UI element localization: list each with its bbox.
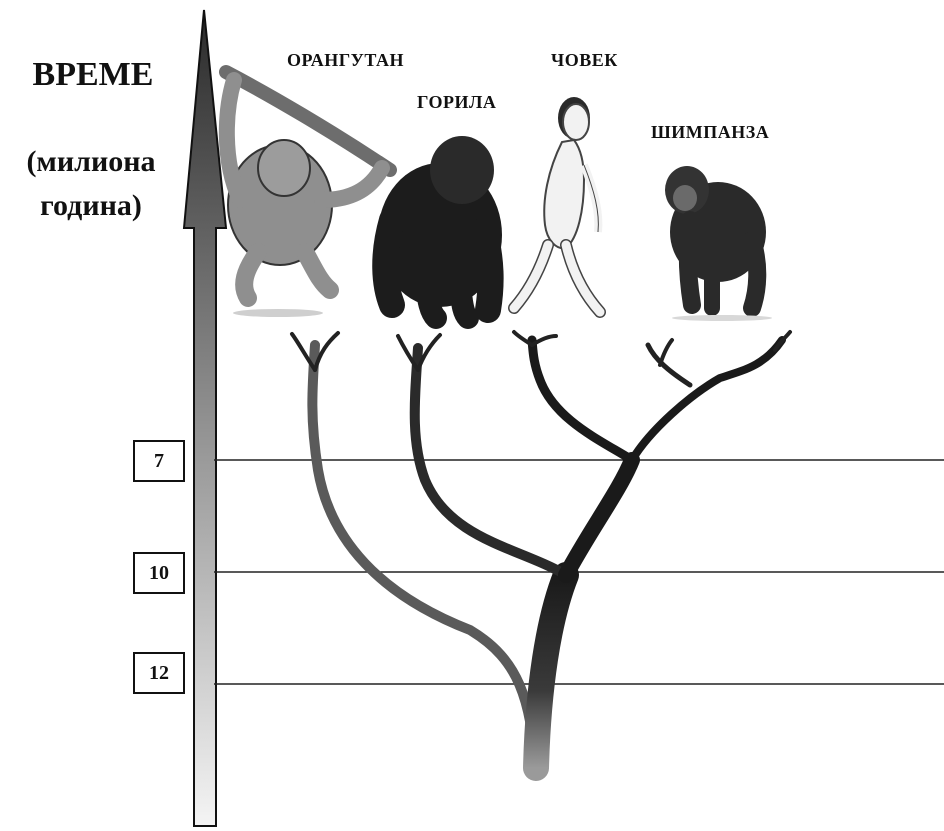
trunk (536, 575, 566, 768)
branch-human (532, 340, 632, 460)
chimpanzee-figure (665, 166, 772, 321)
tree (292, 332, 790, 768)
human-figure (514, 97, 600, 312)
branch-orangutan (312, 345, 536, 768)
gorilla-figure (378, 136, 502, 318)
orangutan-figure (226, 72, 390, 317)
trunk-upper (566, 460, 632, 575)
